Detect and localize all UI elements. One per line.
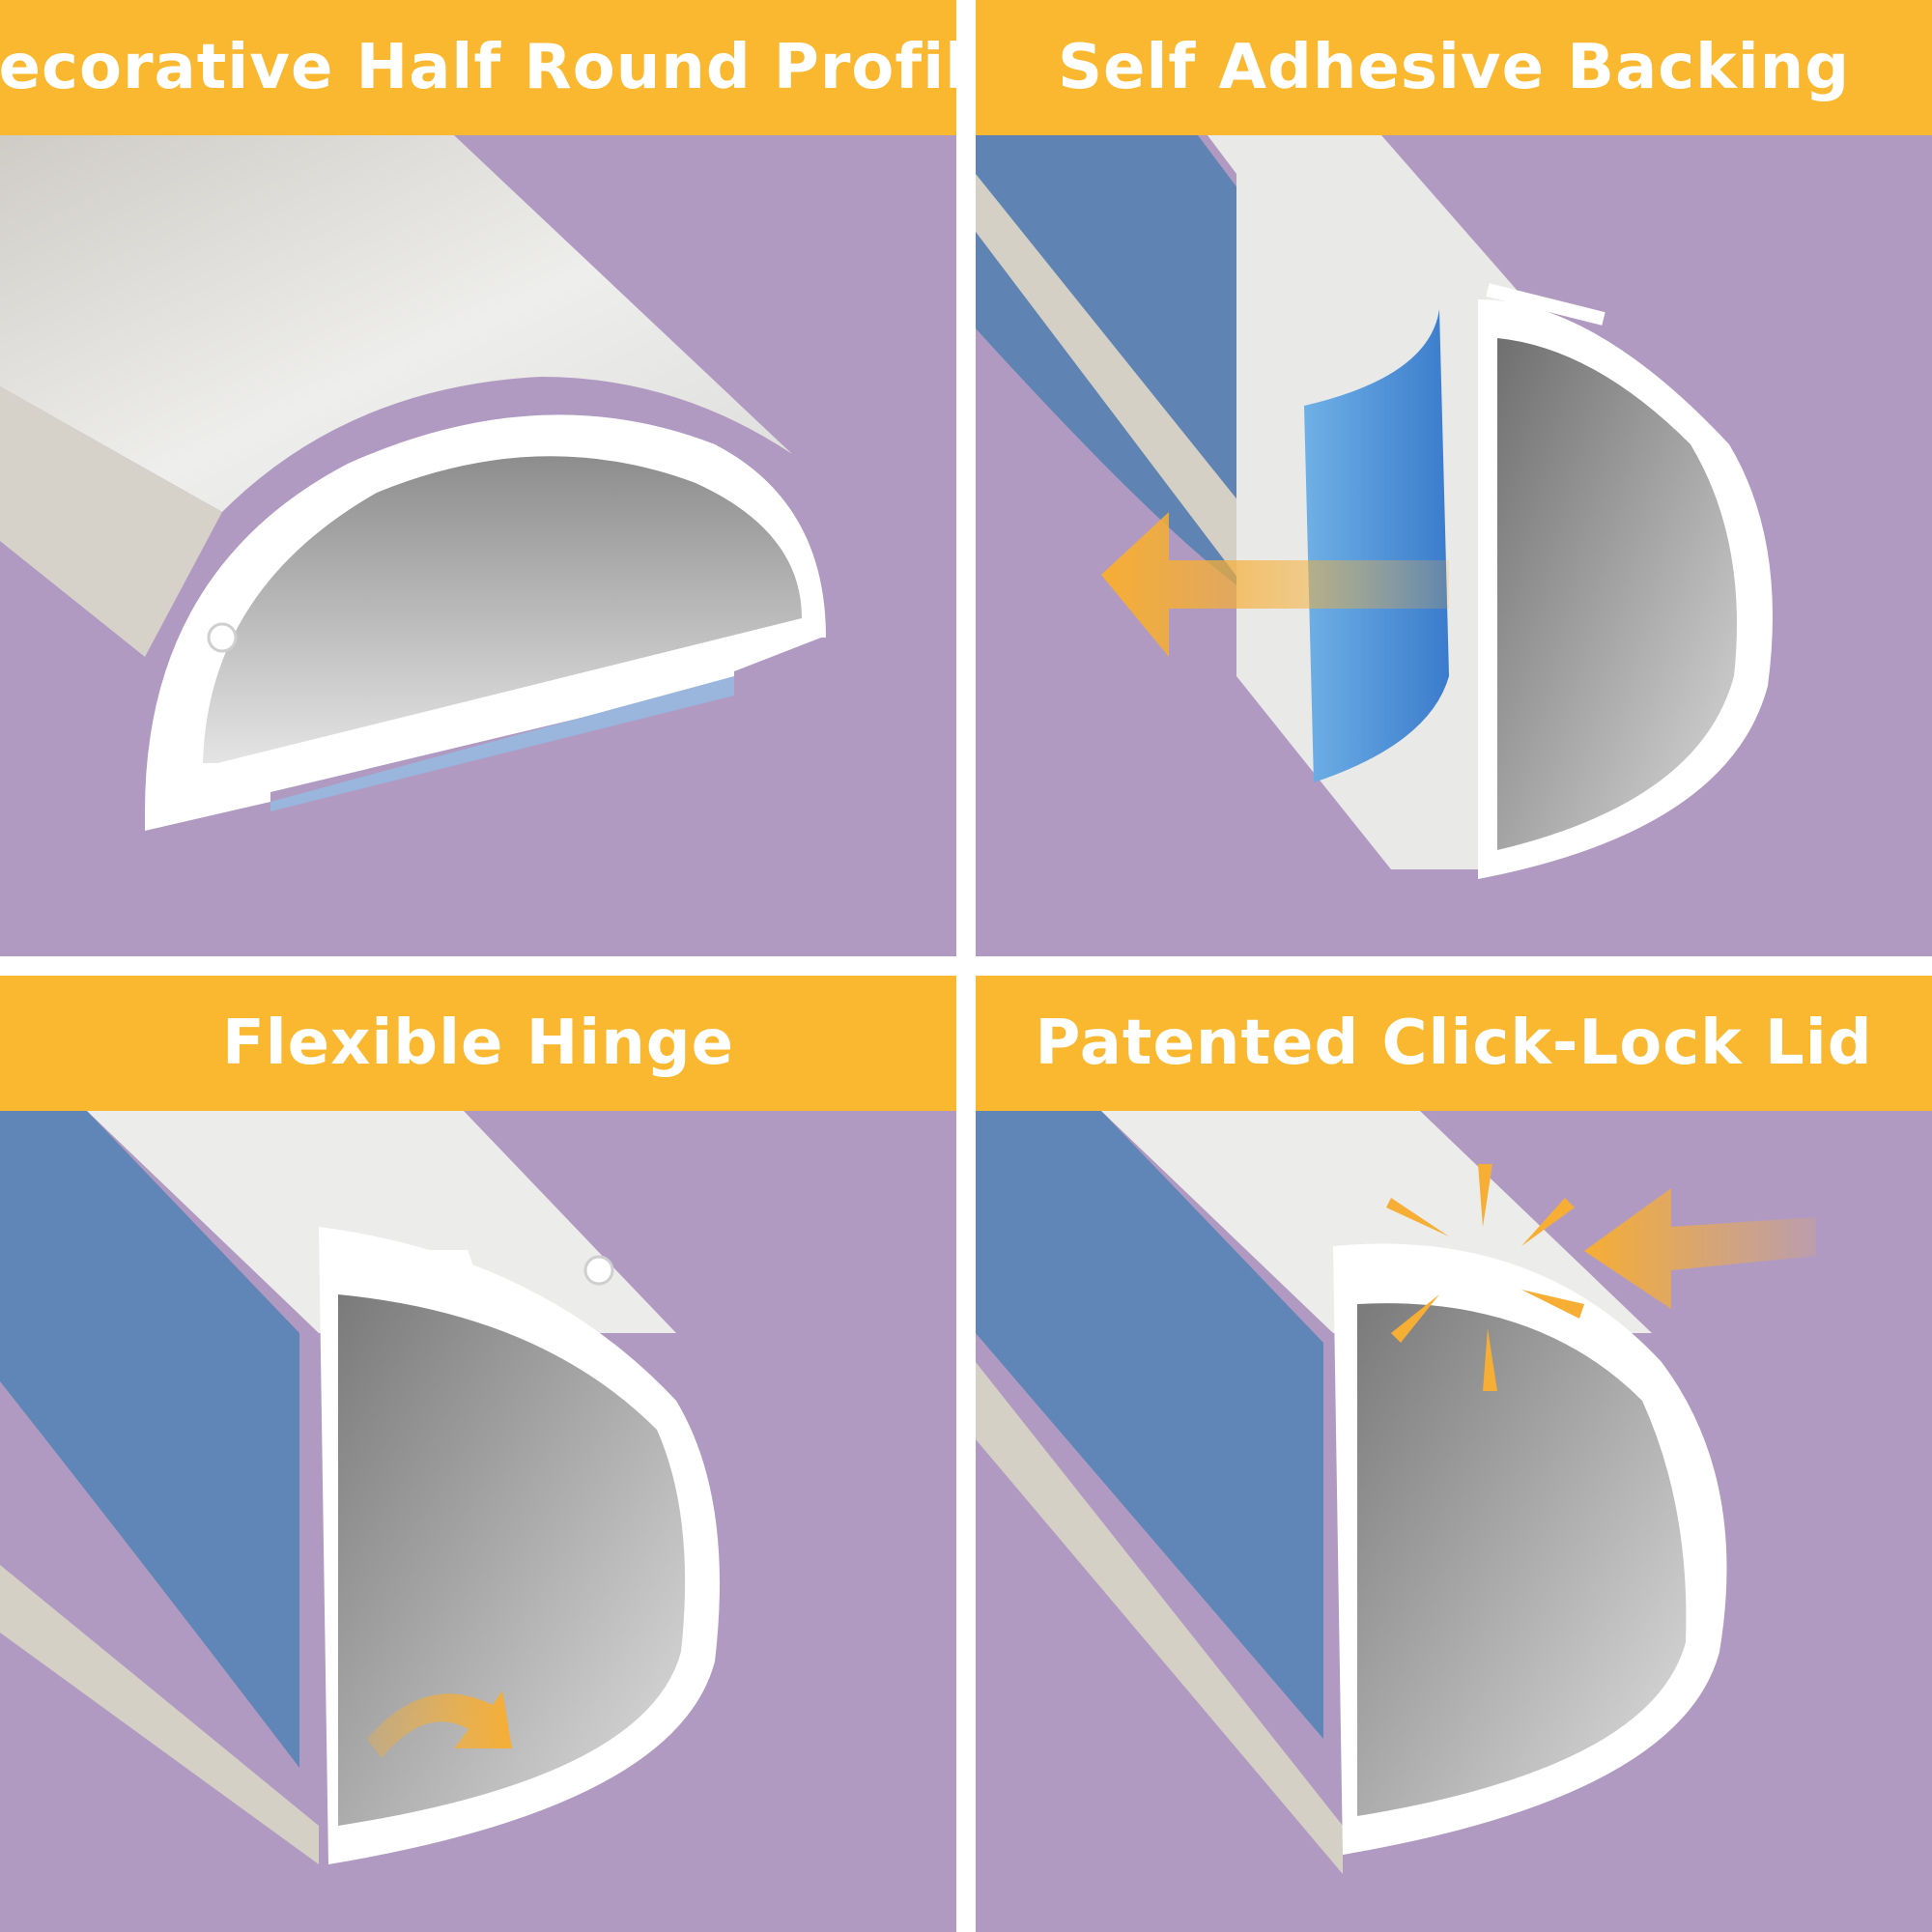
panel-flexible-hinge: Flexible Hinge	[0, 976, 956, 1932]
panel-self-adhesive-backing: Self Adhesive Backing	[976, 0, 1932, 956]
arrow-left-icon	[1101, 512, 1449, 657]
panel-title: Self Adhesive Backing	[976, 0, 1932, 135]
hinge-icon	[0, 1111, 720, 1864]
click-lock-icon	[976, 1111, 1816, 1874]
panel-title: Flexible Hinge	[0, 976, 956, 1111]
curved-arrow-icon	[367, 1690, 512, 1758]
panel-click-lock-lid: Patented Click-Lock Lid	[976, 976, 1932, 1932]
panel-half-round-profile: Decorative Half Round Profile	[0, 0, 956, 956]
panel-title: Decorative Half Round Profile	[0, 0, 956, 135]
half-round-profile-icon	[0, 135, 826, 831]
click-burst-icon	[1386, 1164, 1584, 1391]
arrow-left-icon	[1584, 1188, 1816, 1309]
adhesive-backing-icon	[976, 135, 1773, 879]
panel-title: Patented Click-Lock Lid	[976, 976, 1932, 1111]
